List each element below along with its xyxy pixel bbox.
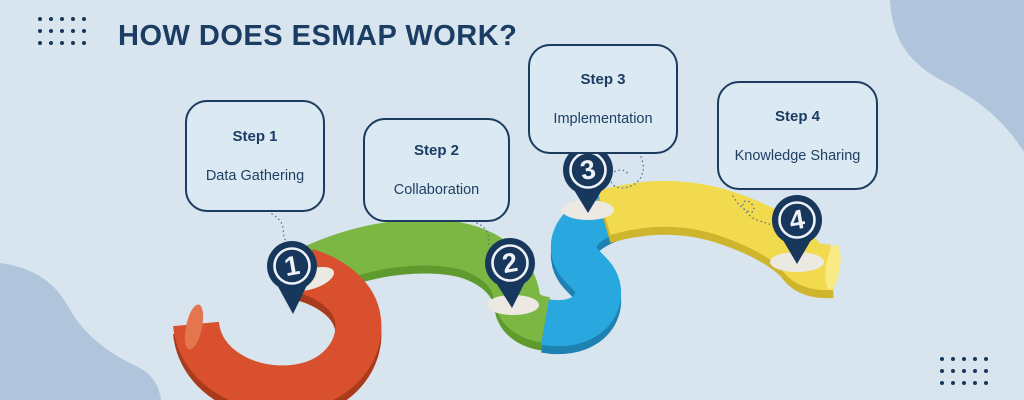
dot — [940, 357, 944, 361]
dot — [973, 381, 977, 385]
step-3-label: Step 3 — [580, 71, 626, 88]
dot — [82, 17, 86, 21]
dot — [951, 357, 955, 361]
map-pin-4: 4 — [772, 195, 822, 264]
step-2-description: Collaboration — [393, 182, 480, 198]
step-1-description: Data Gathering — [205, 168, 305, 184]
dot — [60, 41, 64, 45]
dot — [962, 357, 966, 361]
road-segment-red — [173, 249, 382, 400]
step-box-4: Step 4 Knowledge Sharing — [717, 81, 878, 190]
dot — [71, 29, 75, 33]
dot — [38, 17, 42, 21]
dot — [49, 29, 53, 33]
step-box-3: Step 3 Implementation — [528, 44, 678, 154]
map-pin-3: 3 — [563, 145, 613, 213]
corner-blob-bottom-left — [0, 263, 161, 400]
page-title: HOW DOES ESMAP WORK? — [118, 20, 518, 52]
dot — [82, 29, 86, 33]
dot — [984, 369, 988, 373]
dot — [38, 29, 42, 33]
connector-step4 — [732, 195, 777, 229]
dot — [984, 381, 988, 385]
dot — [71, 17, 75, 21]
step-4-label: Step 4 — [774, 107, 820, 125]
connector-step2 — [476, 222, 498, 257]
step-box-2: Step 2 Collaboration — [363, 118, 510, 222]
dot — [940, 369, 944, 373]
pin-number-1: 1 — [282, 250, 302, 282]
dot-grid-top-left — [38, 17, 86, 45]
corner-blob-top-right — [890, 0, 1024, 152]
road-segment-blue — [541, 190, 622, 355]
dot — [962, 369, 966, 373]
dot — [60, 29, 64, 33]
dot — [82, 41, 86, 45]
dot-grid-bottom-right — [940, 357, 988, 385]
connector-step1 — [271, 213, 292, 247]
step-4-description: Knowledge Sharing — [734, 147, 861, 164]
dot — [984, 357, 988, 361]
dot — [940, 381, 944, 385]
dot — [962, 381, 966, 385]
dot — [60, 17, 64, 21]
dot — [71, 41, 75, 45]
pin-number-2: 2 — [500, 247, 520, 279]
dot — [49, 17, 53, 21]
step-box-1: Step 1 Data Gathering — [185, 100, 325, 212]
dot — [951, 381, 955, 385]
map-pin-1: 1 — [267, 241, 317, 314]
map-pin-2: 2 — [485, 238, 535, 308]
step-3-description: Implementation — [553, 111, 653, 127]
road-yellow-end-face — [825, 244, 841, 290]
pin-number-3: 3 — [578, 154, 598, 186]
dot — [951, 369, 955, 373]
dot — [973, 357, 977, 361]
step-1-label: Step 1 — [232, 128, 278, 145]
pin-number-4: 4 — [787, 204, 807, 236]
dot — [973, 369, 977, 373]
dot — [38, 41, 42, 45]
step-2-label: Step 2 — [413, 142, 459, 159]
road-red-end-face — [184, 304, 204, 350]
dot — [49, 41, 53, 45]
